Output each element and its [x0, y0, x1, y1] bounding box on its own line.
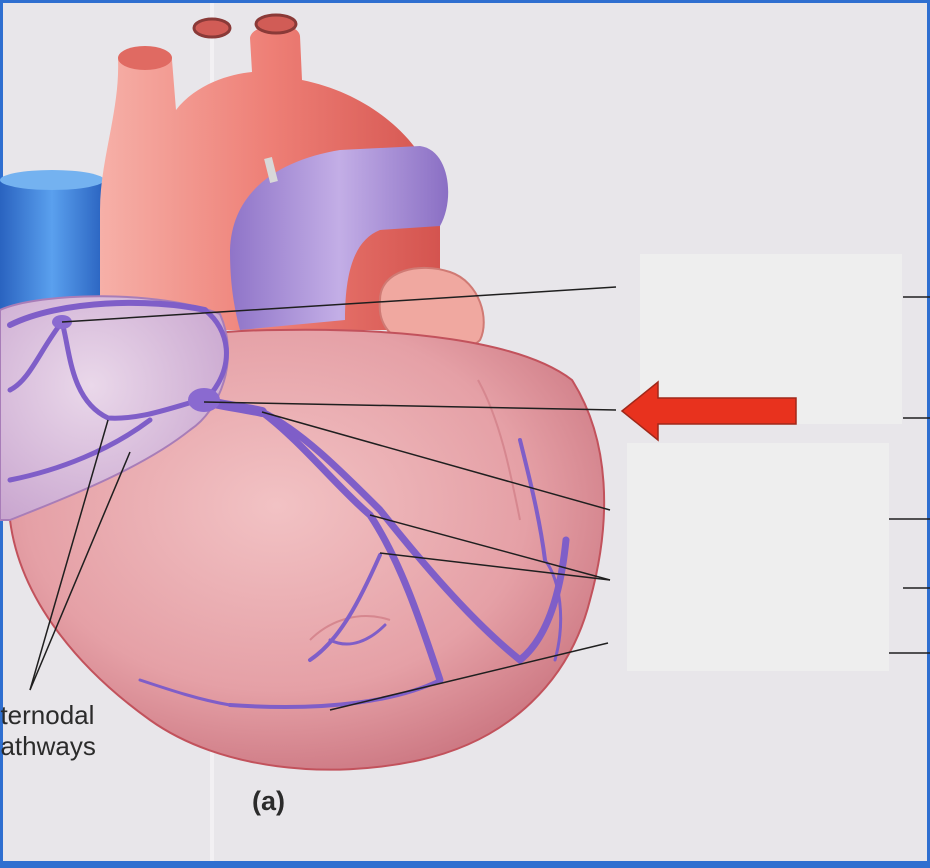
right-atrium — [0, 295, 229, 521]
leader-line-internodal-a — [29, 419, 109, 691]
left-carotid-artery — [192, 17, 232, 39]
leader-line-5 — [329, 642, 609, 711]
leader-line-4b — [379, 552, 611, 581]
leader-lines — [29, 286, 930, 711]
purkinje-fiber-5 — [543, 558, 563, 662]
vena-cava-opening — [0, 170, 104, 190]
internodal-label-line2: pathways — [0, 731, 96, 761]
superior-vena-cava — [0, 173, 104, 330]
ligamentum-arteriosum — [264, 157, 278, 183]
left-bundle-branch — [258, 408, 570, 665]
leader-line-2 — [203, 401, 617, 411]
brachiocephalic-artery — [118, 46, 172, 70]
leader-line-internodal-b — [29, 451, 131, 691]
internodal-pathway-middle — [202, 307, 229, 398]
interventricular-sulcus — [477, 379, 521, 521]
pulmonary-trunk — [230, 146, 449, 330]
left-subclavian-artery — [254, 13, 298, 35]
bachmanns-bundle — [7, 299, 208, 328]
internodal-label-line1: nternodal — [0, 700, 95, 730]
panel-label: (a) — [252, 786, 285, 816]
internodal-pathway-lower — [7, 417, 153, 483]
purkinje-fiber-1 — [308, 553, 382, 662]
purkinje-fiber-3 — [138, 678, 232, 707]
leader-line-4a — [369, 514, 611, 581]
red-arrow-icon — [620, 380, 797, 442]
blank-label-box-upper — [640, 254, 902, 424]
purkinje-fiber-6 — [328, 623, 387, 646]
internodal-pathway-anterior — [7, 319, 65, 393]
conduction-system — [7, 299, 570, 710]
purkinje-fiber-4 — [518, 438, 547, 562]
internodal-pathway-posterior — [59, 319, 203, 421]
leader-line-3 — [261, 411, 611, 511]
blank-label-box-lower — [627, 443, 889, 671]
av-node — [188, 388, 220, 412]
internodal-pathways-label: nternodal pathways — [0, 700, 96, 762]
leader-line-1 — [61, 286, 617, 323]
